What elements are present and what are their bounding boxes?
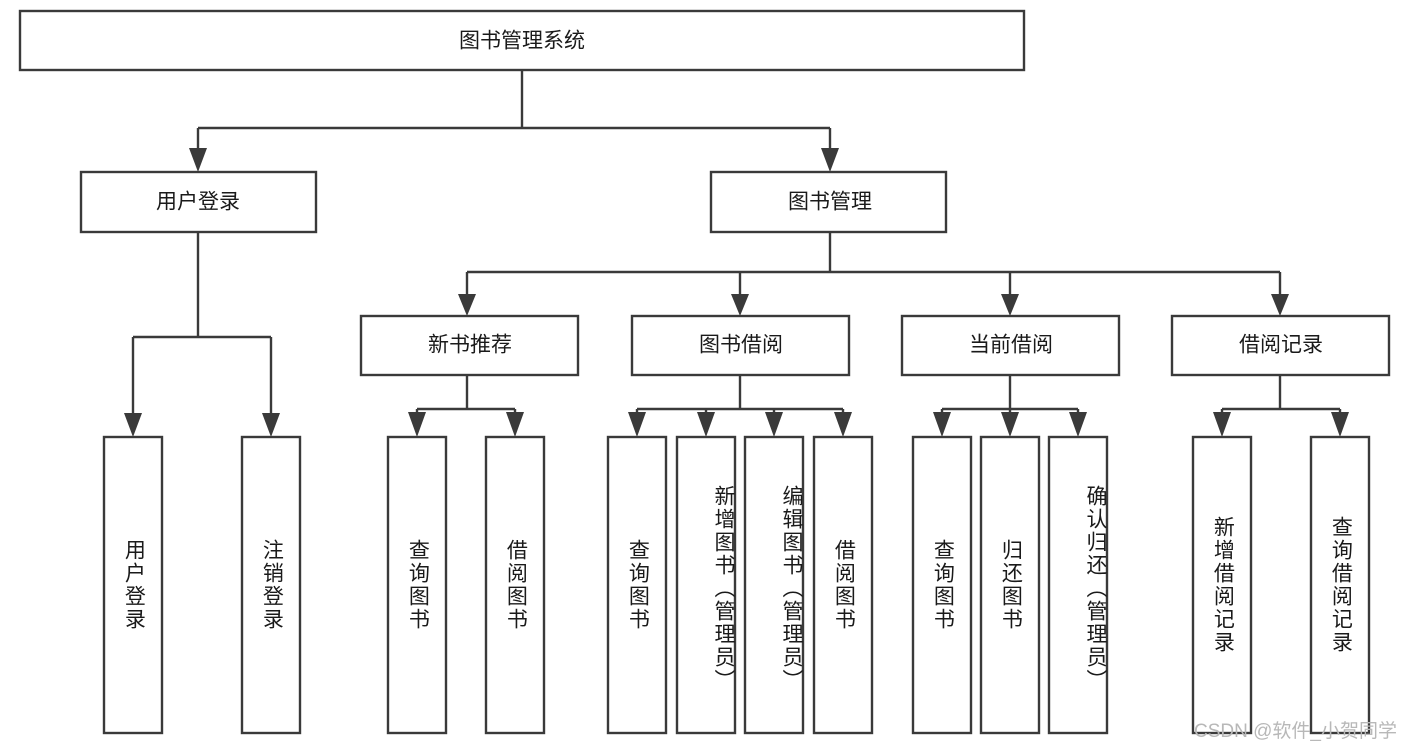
node-new-book-rec-box[interactable] bbox=[359, 314, 580, 377]
leaf-box-return-book[interactable] bbox=[979, 435, 1041, 735]
arrowhead-leaf-borrow-book-rec bbox=[506, 412, 524, 437]
node-borrow-record[interactable]: 借阅记录 bbox=[1170, 314, 1391, 377]
node-root[interactable]: 图书管理系统 bbox=[18, 9, 1026, 72]
leaf-box-borrow-book-brw[interactable] bbox=[812, 435, 874, 735]
arrowhead-leaf-user-login bbox=[124, 413, 142, 437]
node-book-manage[interactable]: 图书管理 bbox=[709, 170, 948, 234]
node-new-book-rec[interactable]: 新书推荐 bbox=[359, 314, 580, 377]
arrowhead-leaf-edit-book bbox=[765, 412, 783, 437]
csdn-watermark: CSDN @软件_小贺同学 bbox=[1194, 721, 1397, 742]
node-root-label: 图书管理系统 bbox=[459, 30, 585, 53]
node-user-login-box[interactable] bbox=[79, 170, 318, 234]
node-book-manage-box[interactable] bbox=[709, 170, 948, 234]
arrowhead-leaf-add-book bbox=[697, 412, 715, 437]
leaf-box-confirm-return[interactable] bbox=[1047, 435, 1109, 735]
leaf-box-borrow-book-rec[interactable] bbox=[484, 435, 546, 735]
connector-group-borrow-record-to-leaves bbox=[1213, 375, 1349, 437]
arrowhead-leaf-add-record bbox=[1213, 412, 1231, 437]
leaf-box-add-book[interactable] bbox=[675, 435, 737, 735]
arrowhead-leaf-query-book-rec bbox=[408, 412, 426, 437]
arrowhead-book-borrow bbox=[731, 294, 749, 316]
connector-group-book-borrow-to-leaves bbox=[628, 375, 852, 437]
node-new-book-rec-label: 新书推荐 bbox=[428, 334, 512, 357]
connector-group-current-borrow-to-leaves bbox=[933, 375, 1087, 437]
arrowhead-book-manage bbox=[821, 148, 839, 172]
connector-group-root-to-level2 bbox=[189, 70, 839, 172]
arrowhead-leaf-borrow-book-brw bbox=[834, 412, 852, 437]
leaf-box-query-book-rec[interactable] bbox=[386, 435, 448, 735]
arrowhead-leaf-query-record bbox=[1331, 412, 1349, 437]
node-user-login[interactable]: 用户登录 bbox=[79, 170, 318, 234]
arrowhead-leaf-query-book-brw bbox=[628, 412, 646, 437]
node-current-borrow-box[interactable] bbox=[900, 314, 1121, 377]
node-current-borrow-label: 当前借阅 bbox=[969, 334, 1053, 357]
arrowhead-leaf-query-book-cur bbox=[933, 412, 951, 437]
arrowhead-current-borrow bbox=[1001, 294, 1019, 316]
arrowhead-user-login bbox=[189, 148, 207, 172]
leaf-box-logout[interactable] bbox=[240, 435, 302, 735]
arrowhead-borrow-record bbox=[1271, 294, 1289, 316]
node-book-manage-label: 图书管理 bbox=[788, 191, 872, 214]
connector-group-user-login-to-leaves bbox=[124, 232, 280, 437]
node-current-borrow[interactable]: 当前借阅 bbox=[900, 314, 1121, 377]
node-book-borrow-box[interactable] bbox=[630, 314, 851, 377]
leaf-box-edit-book[interactable] bbox=[743, 435, 805, 735]
node-borrow-record-box[interactable] bbox=[1170, 314, 1391, 377]
node-book-borrow-label: 图书借阅 bbox=[699, 334, 783, 357]
leaf-box-query-book-brw[interactable] bbox=[606, 435, 668, 735]
leaf-box-query-record[interactable] bbox=[1309, 435, 1371, 735]
node-borrow-record-label: 借阅记录 bbox=[1239, 334, 1323, 357]
node-user-login-label: 用户登录 bbox=[156, 191, 240, 214]
leaf-box-user-login[interactable] bbox=[102, 435, 164, 735]
connector-group-new-book-rec-to-leaves bbox=[408, 375, 524, 437]
node-root-box[interactable] bbox=[18, 9, 1026, 72]
leaf-box-add-record[interactable] bbox=[1191, 435, 1253, 735]
arrowhead-leaf-return-book bbox=[1001, 412, 1019, 437]
node-book-borrow[interactable]: 图书借阅 bbox=[630, 314, 851, 377]
connector-group-book-manage-to-level3 bbox=[458, 232, 1289, 316]
arrowhead-leaf-logout bbox=[262, 413, 280, 437]
arrowhead-leaf-confirm-return bbox=[1069, 412, 1087, 437]
leaf-box-query-book-cur[interactable] bbox=[911, 435, 973, 735]
arrowhead-new-book-rec bbox=[458, 294, 476, 316]
